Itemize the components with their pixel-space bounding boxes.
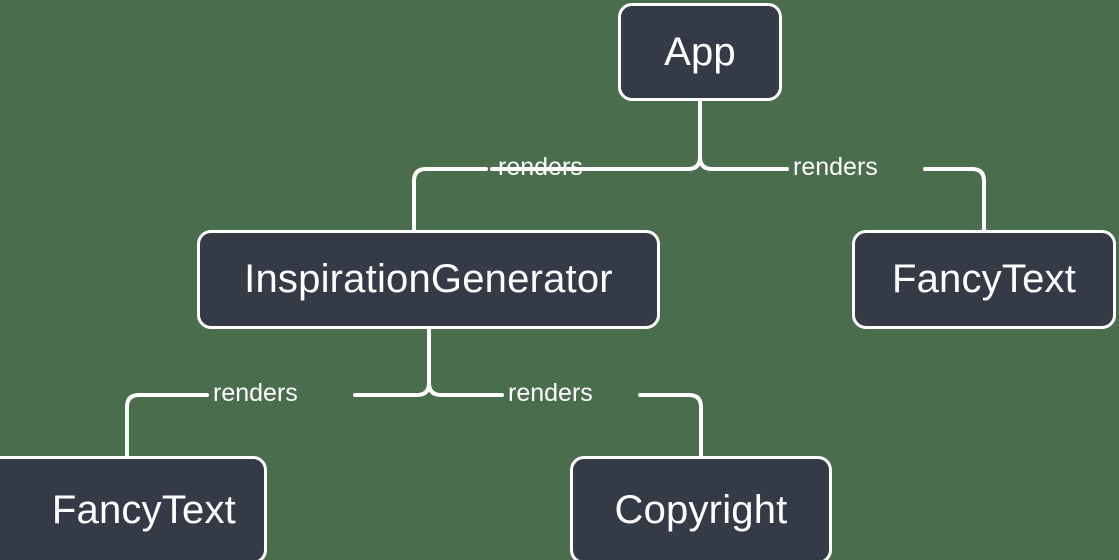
- node-app[interactable]: App: [618, 3, 782, 101]
- node-fancytext-right[interactable]: FancyText: [852, 230, 1116, 329]
- edge-ig-to-copyright: [427, 381, 703, 458]
- edge-label-app-renders-left: renders: [498, 153, 583, 181]
- node-fancytext-bottom-left[interactable]: FancyText: [0, 456, 267, 560]
- node-inspiration-generator[interactable]: InspirationGenerator: [197, 230, 660, 329]
- edge-label-ig-renders-right: renders: [508, 379, 593, 407]
- edge-label-app-renders-right: renders: [793, 153, 878, 181]
- node-copyright[interactable]: Copyright: [570, 456, 832, 560]
- edge-app-to-fancytext-right: [698, 155, 986, 232]
- edge-label-ig-renders-left: renders: [213, 379, 298, 407]
